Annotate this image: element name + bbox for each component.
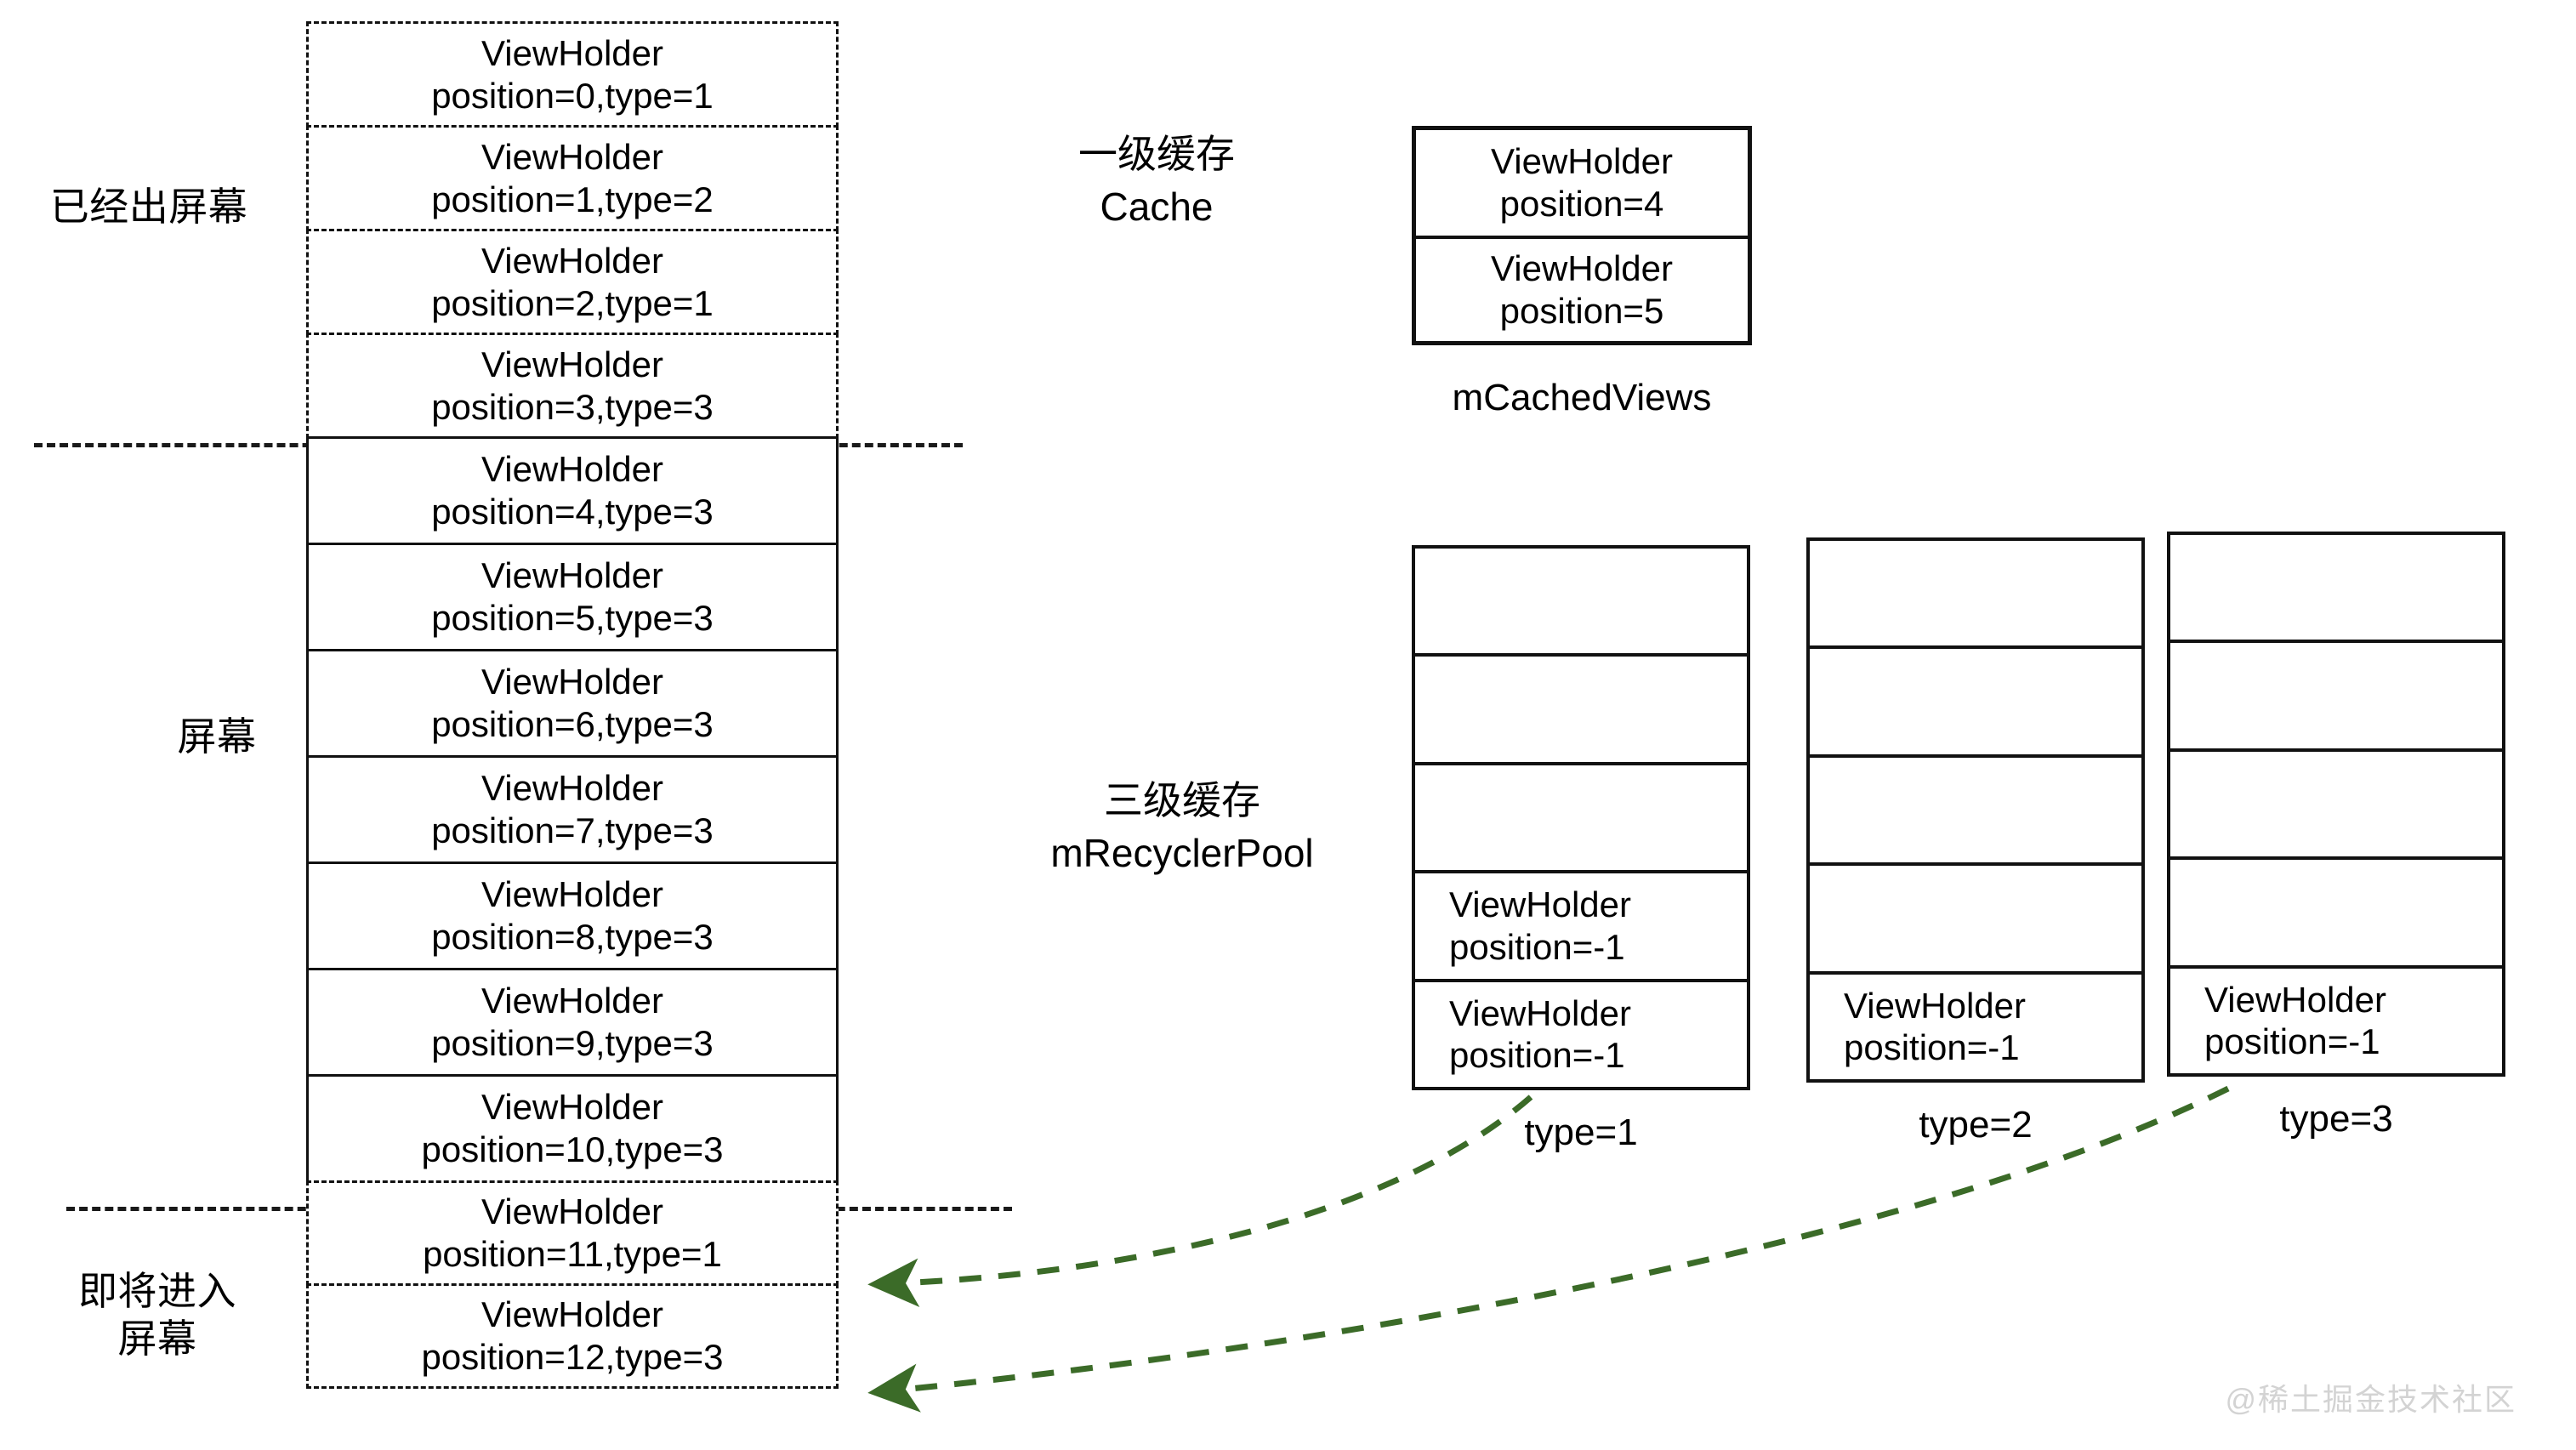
cached-view-cell[interactable]: ViewHolder position=5 [1416,236,1748,341]
list-row-line1: ViewHolder [481,874,663,915]
caption-mcachedviews: mCachedViews [1452,377,1712,418]
mcachedviews-box: ViewHolder position=4 ViewHolder positio… [1412,126,1752,345]
pool-cell-empty[interactable] [1415,761,1747,870]
pool-column-type-3: ViewHolder position=-1 [2167,532,2505,1077]
pool-column-type-2: ViewHolder position=-1 [1806,537,2145,1083]
list-row-line1: ViewHolder [481,1191,663,1232]
pool-cell-empty[interactable] [1415,653,1747,761]
label-tier3-pool: 三级缓存 mRecyclerPool [1050,778,1314,876]
list-row-line2: position=7,type=3 [431,810,714,850]
pool-cell-line2: position=-1 [1449,926,1625,967]
list-row-line1: ViewHolder [481,768,663,809]
pool-cell-empty[interactable] [1810,753,2141,862]
list-row-line1: ViewHolder [481,555,663,596]
list-row-line1: ViewHolder [481,662,663,702]
caption-pool-type-1: type=1 [1524,1112,1638,1153]
label-tier1-cache: 一级缓存 Cache [1078,132,1235,230]
caption-pool-type-2: type=2 [1919,1104,2033,1146]
pool-cell-line1: ViewHolder [1449,884,1631,925]
pool-cell-filled[interactable]: ViewHolder position=-1 [1810,970,2141,1079]
list-row-line1: ViewHolder [481,32,663,73]
list-row-line1: ViewHolder [481,1087,663,1128]
list-row-line2: position=4,type=3 [431,492,714,532]
list-row-line1: ViewHolder [481,344,663,384]
list-row-line2: position=0,type=1 [431,75,714,116]
list-row-line2: position=11,type=1 [423,1234,722,1274]
pool-cell-line1: ViewHolder [1844,985,2026,1026]
list-row-line2: position=9,type=3 [431,1023,714,1063]
list-row-line2: position=5,type=3 [431,598,714,638]
pool-cell-filled[interactable]: ViewHolder position=-1 [1415,978,1747,1087]
cached-cell-line1: ViewHolder [1491,140,1673,181]
cached-cell-line2: position=4 [1499,184,1664,224]
label-offscreen-zone: 已经出屏幕 [49,185,248,229]
pool-cell-empty[interactable] [2170,748,2502,856]
pool-column-type-1: ViewHolder position=-1 ViewHolder positi… [1412,545,1750,1090]
caption-pool-type-3: type=3 [2279,1098,2393,1140]
cached-cell-line1: ViewHolder [1491,247,1673,288]
pool-cell-filled[interactable]: ViewHolder position=-1 [2170,964,2502,1073]
pool-cell-empty[interactable] [1810,645,2141,753]
list-row-line2: position=10,type=3 [421,1129,724,1169]
pool-cell-empty[interactable] [2170,856,2502,964]
pool-cell-empty[interactable] [1810,862,2141,970]
pool-cell-empty[interactable] [2170,535,2502,640]
list-row-line1: ViewHolder [481,240,663,281]
list-row-line2: position=2,type=1 [431,282,714,323]
list-row-line1: ViewHolder [481,1294,663,1335]
list-row-line2: position=8,type=3 [431,917,714,957]
cached-view-cell[interactable]: ViewHolder position=4 [1416,130,1748,236]
watermark-text: @稀土掘金技术社区 [2225,1382,2516,1417]
list-row-line2: position=1,type=2 [431,179,714,219]
pool-cell-line1: ViewHolder [2204,979,2386,1020]
list-row-line2: position=3,type=3 [431,386,714,427]
pool-cell-empty[interactable] [1415,549,1747,653]
pool-cell-line1: ViewHolder [1449,992,1631,1033]
label-screen-zone: 屏幕 [177,714,257,759]
list-row-line1: ViewHolder [481,449,663,490]
list-row-line2: position=6,type=3 [431,704,714,744]
cached-cell-line2: position=5 [1499,291,1664,331]
pool-cell-empty[interactable] [2170,640,2502,748]
pool-cell-filled[interactable]: ViewHolder position=-1 [1415,870,1747,978]
pool-cell-line2: position=-1 [2204,1021,2380,1062]
pool-cell-line2: position=-1 [1844,1027,2020,1068]
list-row-line1: ViewHolder [481,981,663,1021]
label-incoming-zone: 即将进入 屏幕 [78,1269,236,1362]
list-row-line1: ViewHolder [481,136,663,177]
pool-cell-empty[interactable] [1810,541,2141,645]
pool-cell-line2: position=-1 [1449,1035,1625,1076]
list-row-line2: position=12,type=3 [421,1337,724,1377]
